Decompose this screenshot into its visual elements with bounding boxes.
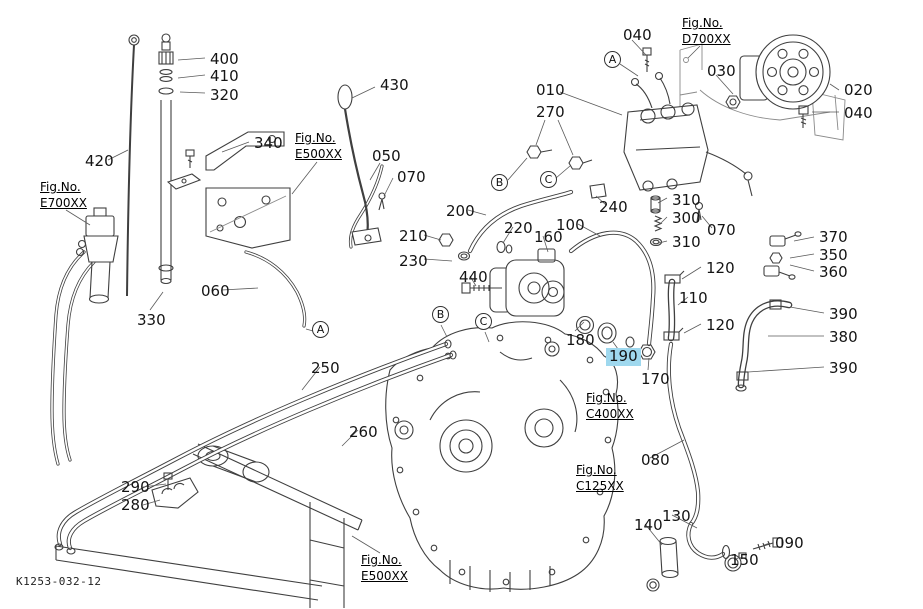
part-label-140[interactable]: 140	[634, 516, 663, 534]
part-label-340[interactable]: 340	[254, 134, 283, 152]
fig-ref-d700xx[interactable]: Fig.No. D700XX	[682, 16, 731, 47]
part-label-300[interactable]: 300	[672, 209, 701, 227]
part-label-380[interactable]: 380	[829, 328, 858, 346]
part-label-030[interactable]: 030	[707, 62, 736, 80]
part-label-430[interactable]: 430	[380, 76, 409, 94]
fig-ref-c125xx[interactable]: Fig.No. C125XX	[576, 463, 624, 494]
drawing-code: K1253-032-12	[16, 575, 102, 588]
part-label-220[interactable]: 220	[504, 219, 533, 237]
fig-ref-label: Fig.No.	[40, 180, 81, 194]
fig-ref-label: Fig.No.	[361, 553, 402, 567]
part-label-310-a[interactable]: 310	[672, 191, 701, 209]
fig-ref-code: E700XX	[40, 195, 87, 210]
part-label-070-right[interactable]: 070	[707, 221, 736, 239]
callout-b-bottom: B	[432, 306, 449, 323]
part-label-200[interactable]: 200	[446, 202, 475, 220]
part-label-040-top[interactable]: 040	[623, 26, 652, 44]
part-label-190-highlighted[interactable]: 190	[606, 348, 641, 366]
callout-c-bottom: C	[475, 313, 492, 330]
part-label-020[interactable]: 020	[844, 81, 873, 99]
part-label-390-top[interactable]: 390	[829, 305, 858, 323]
part-label-210[interactable]: 210	[399, 227, 428, 245]
part-label-100[interactable]: 100	[556, 216, 585, 234]
part-label-260[interactable]: 260	[349, 423, 378, 441]
fig-ref-code: E500XX	[361, 568, 408, 583]
part-label-440[interactable]: 440	[459, 268, 488, 286]
part-label-240[interactable]: 240	[599, 198, 628, 216]
fig-ref-e700xx[interactable]: Fig.No. E700XX	[40, 180, 87, 211]
part-label-400[interactable]: 400	[210, 50, 239, 68]
fig-ref-label: Fig.No.	[576, 463, 617, 477]
part-label-420[interactable]: 420	[85, 152, 114, 170]
part-label-290[interactable]: 290	[121, 478, 150, 496]
part-label-320[interactable]: 320	[210, 86, 239, 104]
part-label-410[interactable]: 410	[210, 67, 239, 85]
part-label-110[interactable]: 110	[679, 289, 708, 307]
fig-ref-e500xx-bottom[interactable]: Fig.No. E500XX	[361, 553, 408, 584]
part-label-090[interactable]: 090	[775, 534, 804, 552]
part-label-120-top[interactable]: 120	[706, 259, 735, 277]
part-label-060[interactable]: 060	[201, 282, 230, 300]
part-label-360[interactable]: 360	[819, 263, 848, 281]
part-label-350[interactable]: 350	[819, 246, 848, 264]
fig-ref-label: Fig.No.	[295, 131, 336, 145]
part-label-330[interactable]: 330	[137, 311, 166, 329]
callout-a-top: A	[604, 51, 621, 68]
part-label-270[interactable]: 270	[536, 103, 565, 121]
fig-ref-label: Fig.No.	[682, 16, 723, 30]
callout-b-top: B	[491, 174, 508, 191]
fig-ref-label: Fig.No.	[586, 391, 627, 405]
part-label-250[interactable]: 250	[311, 359, 340, 377]
fig-ref-code: D700XX	[682, 31, 731, 46]
part-label-120-bottom[interactable]: 120	[706, 316, 735, 334]
part-label-130[interactable]: 130	[662, 507, 691, 525]
fig-ref-code: E500XX	[295, 146, 342, 161]
part-label-280[interactable]: 280	[121, 496, 150, 514]
part-label-040-right[interactable]: 040	[844, 104, 873, 122]
part-label-310-b[interactable]: 310	[672, 233, 701, 251]
part-label-050[interactable]: 050	[372, 147, 401, 165]
part-label-160[interactable]: 160	[534, 228, 563, 246]
part-label-170[interactable]: 170	[641, 370, 670, 388]
part-label-150[interactable]: 150	[730, 551, 759, 569]
fig-ref-code: C125XX	[576, 478, 624, 493]
part-label-010[interactable]: 010	[536, 81, 565, 99]
part-label-080[interactable]: 080	[641, 451, 670, 469]
part-label-070-left[interactable]: 070	[397, 168, 426, 186]
fig-ref-e500xx-top[interactable]: Fig.No. E500XX	[295, 131, 342, 162]
part-label-370[interactable]: 370	[819, 228, 848, 246]
part-label-180[interactable]: 180	[566, 331, 595, 349]
part-label-390-bottom[interactable]: 390	[829, 359, 858, 377]
part-label-230[interactable]: 230	[399, 252, 428, 270]
fig-ref-code: C400XX	[586, 406, 634, 421]
callout-c-top: C	[540, 171, 557, 188]
callout-a-bottom: A	[312, 321, 329, 338]
fig-ref-c400xx[interactable]: Fig.No. C400XX	[586, 391, 634, 422]
